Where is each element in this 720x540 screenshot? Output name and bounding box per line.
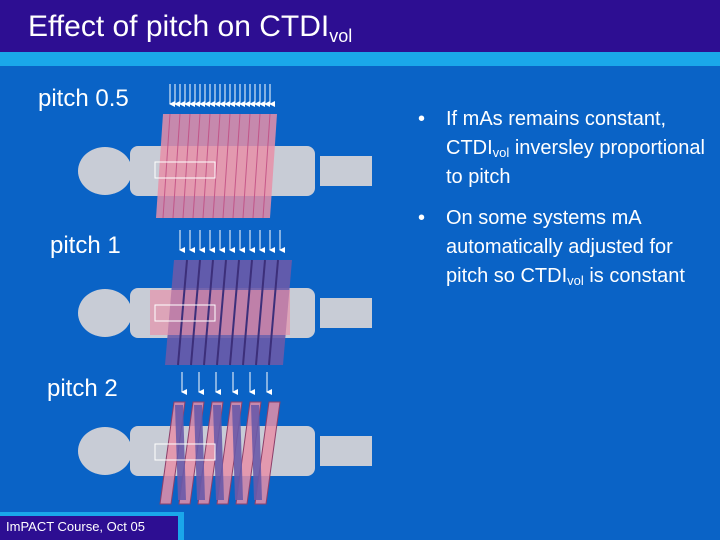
pitch-label-2: pitch 2 [47,375,118,402]
title-bar [0,0,720,52]
scan-region-outline [154,443,216,461]
scan-region-outline [154,304,216,322]
scan-region-outline [154,161,216,179]
helical-beam-pitch-2 [159,401,281,505]
title-subscript: vol [329,26,353,46]
bullet-item: • If mAs remains constant, CTDIvol inver… [418,105,713,192]
bullet-text: is constant [583,265,685,287]
helical-beam-pitch-1 [150,259,292,366]
bullet-text: inversley proportional to pitch [446,137,705,188]
helical-beam-pitch-0-5 [156,113,277,219]
title-main: Effect of pitch on CTDI [28,10,330,43]
bullet-text: If mAs remains constant, CTDI [446,108,667,159]
x-ray-arrows [181,372,272,395]
footer-box [0,512,184,540]
bullet-text: On some systems mA automatically adjuste… [446,207,673,287]
footer-text: ImPACT Course, Oct 05 [6,519,145,534]
pitch-label-1: pitch 1 [50,232,121,259]
x-ray-arrows [179,230,285,253]
bullet-mark: • [418,207,426,229]
bullet-item: • On some systems mA automatically adjus… [418,204,713,291]
title-accent-stripe [0,52,720,66]
bullet-list: • If mAs remains constant, CTDIvol inver… [418,105,713,303]
bullet-mark: • [418,108,426,130]
x-ray-arrows [169,84,275,107]
bullet-subscript: vol [492,145,510,160]
bullet-subscript: vol [567,273,584,288]
pitch-label-0-5: pitch 0.5 [38,85,129,112]
slide-title: Effect of pitch on CTDIvol [28,10,353,46]
